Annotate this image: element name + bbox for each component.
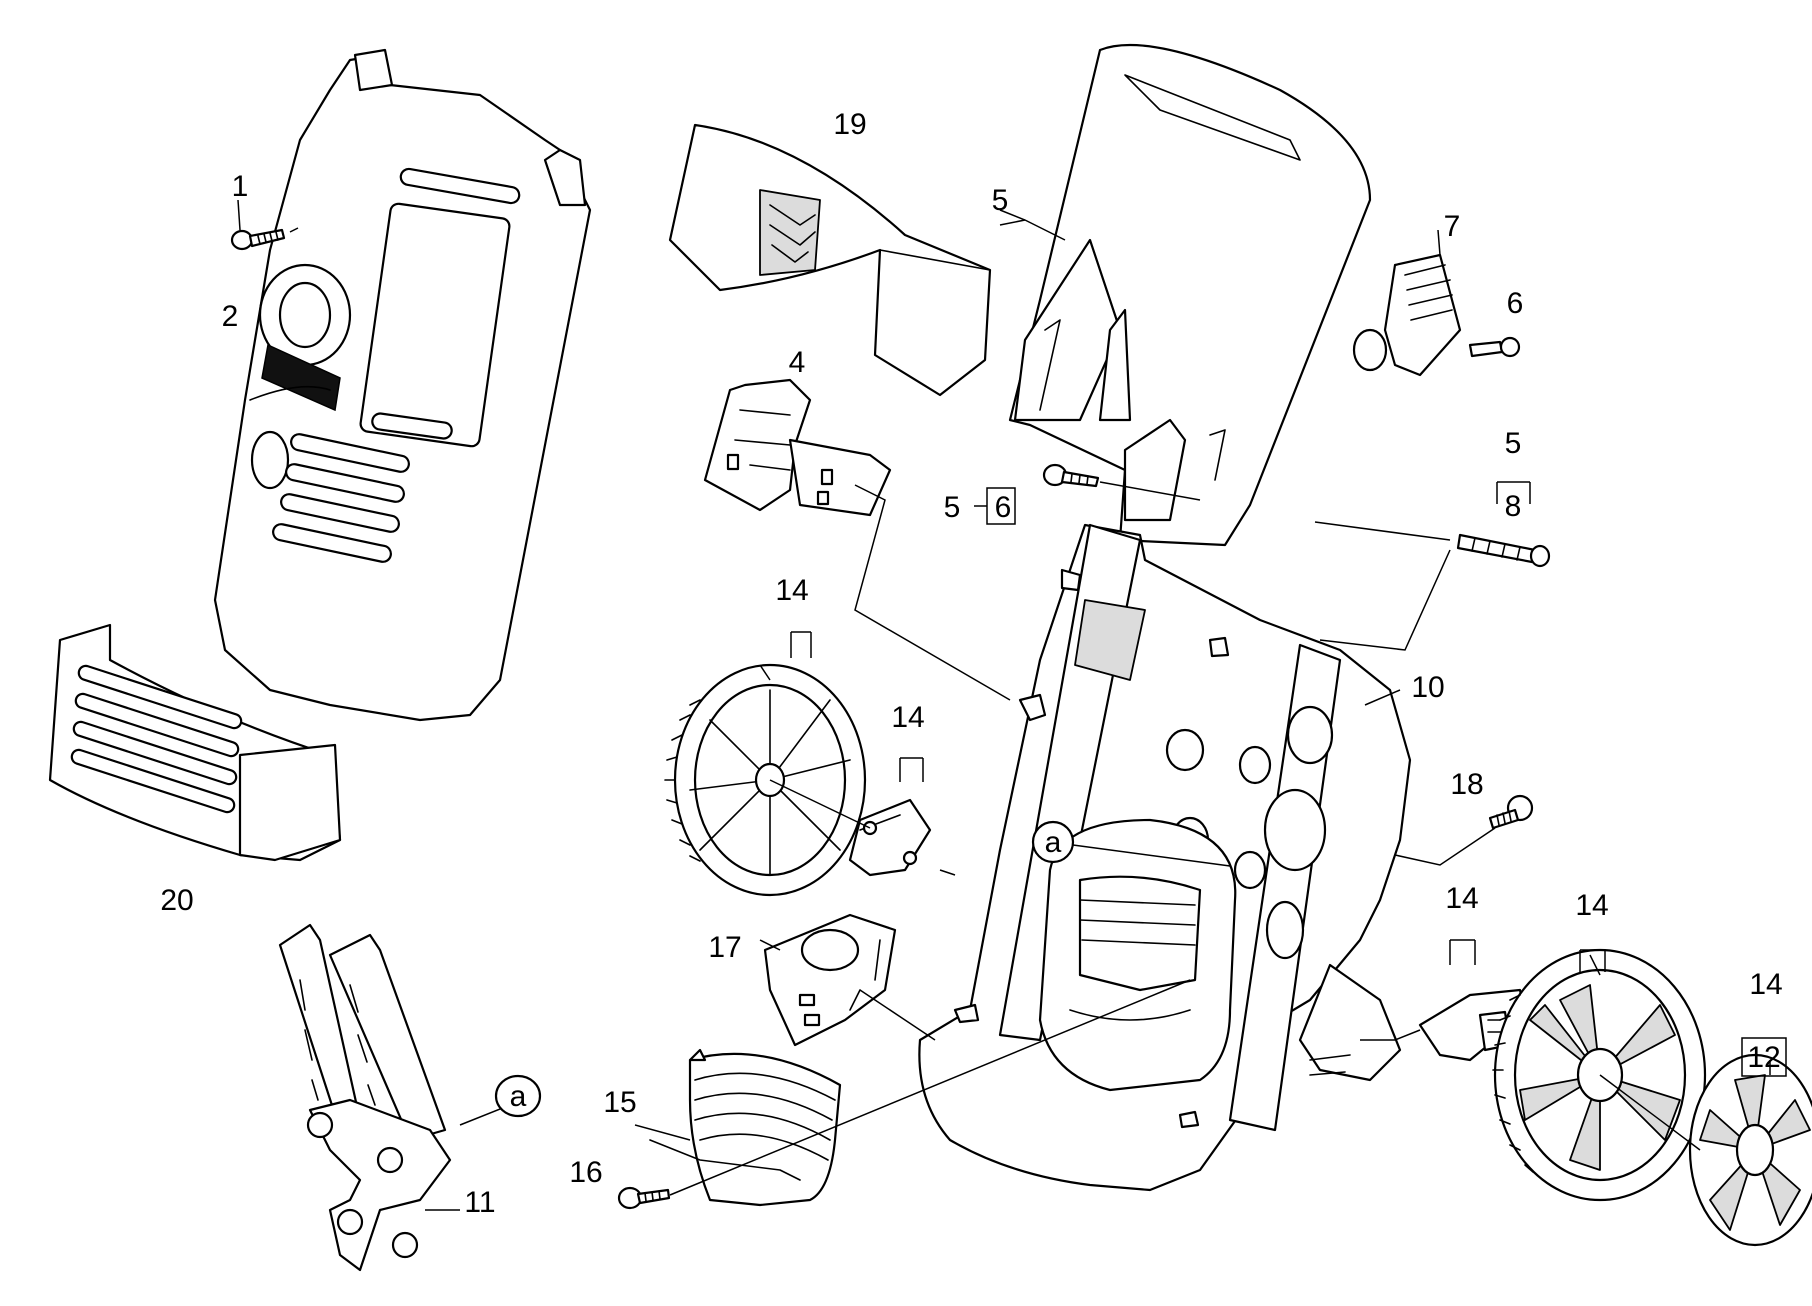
callout-4: 4 (789, 346, 806, 379)
callout-1: 1 (232, 170, 249, 203)
callout-brackets (790, 481, 1787, 1077)
callout-17: 17 (708, 931, 741, 964)
reference-marker-holder: a (494, 1074, 542, 1118)
bolt-part-18 (1394, 794, 1534, 866)
holder-bracket (703, 378, 1011, 701)
callout-14: 14 (1749, 968, 1782, 1001)
callout-2: 2 (222, 300, 239, 333)
callout-5: 5 (944, 491, 961, 524)
callout-14: 14 (1575, 889, 1608, 922)
left-wheel (664, 663, 867, 897)
hubcap (1599, 1053, 1812, 1247)
left-axle-mount (769, 779, 956, 877)
hose-holder (278, 923, 511, 1272)
callout-19: 19 (833, 108, 866, 141)
callout-6: 6 (995, 491, 1012, 524)
callout-15: 15 (603, 1086, 636, 1119)
support-bracket-17 (759, 913, 936, 1047)
push-handle-frame (999, 44, 1372, 547)
callout-16: 16 (569, 1156, 602, 1189)
reference-marker-housing: a (1031, 820, 1231, 867)
callout-14: 14 (1445, 882, 1478, 915)
callout-14: 14 (891, 701, 924, 734)
callout-14: 14 (775, 574, 808, 607)
screw-part-6 (1042, 463, 1201, 501)
callout-5: 5 (1505, 427, 1522, 460)
callout-6: 6 (1507, 287, 1524, 320)
callout-labels: 1 2 19 5 7 6 4 5 6 5 8 14 14 10 18 20 17… (160, 108, 1782, 1219)
screw-part-16 (617, 979, 1191, 1210)
lower-grille-cover (48, 623, 342, 862)
callout-18: 18 (1450, 768, 1483, 801)
hose-sleeve (634, 1048, 842, 1207)
right-wheel (1492, 948, 1707, 1202)
callout-11: 11 (464, 1186, 495, 1219)
screw-part-1 (230, 199, 299, 251)
callout-7: 7 (1444, 210, 1461, 243)
bolt-part-8 (1314, 521, 1551, 651)
callout-20: 20 (160, 884, 193, 917)
front-cover-panel (213, 48, 592, 722)
callout-12: 12 (1747, 1041, 1780, 1074)
marker-label: a (510, 1080, 527, 1113)
callout-10: 10 (1411, 671, 1444, 704)
top-handle-cover (668, 123, 992, 397)
accessory-clip (1352, 229, 1521, 377)
callout-8: 8 (1505, 490, 1522, 523)
callout-5: 5 (992, 184, 1009, 217)
marker-label: a (1045, 826, 1062, 859)
